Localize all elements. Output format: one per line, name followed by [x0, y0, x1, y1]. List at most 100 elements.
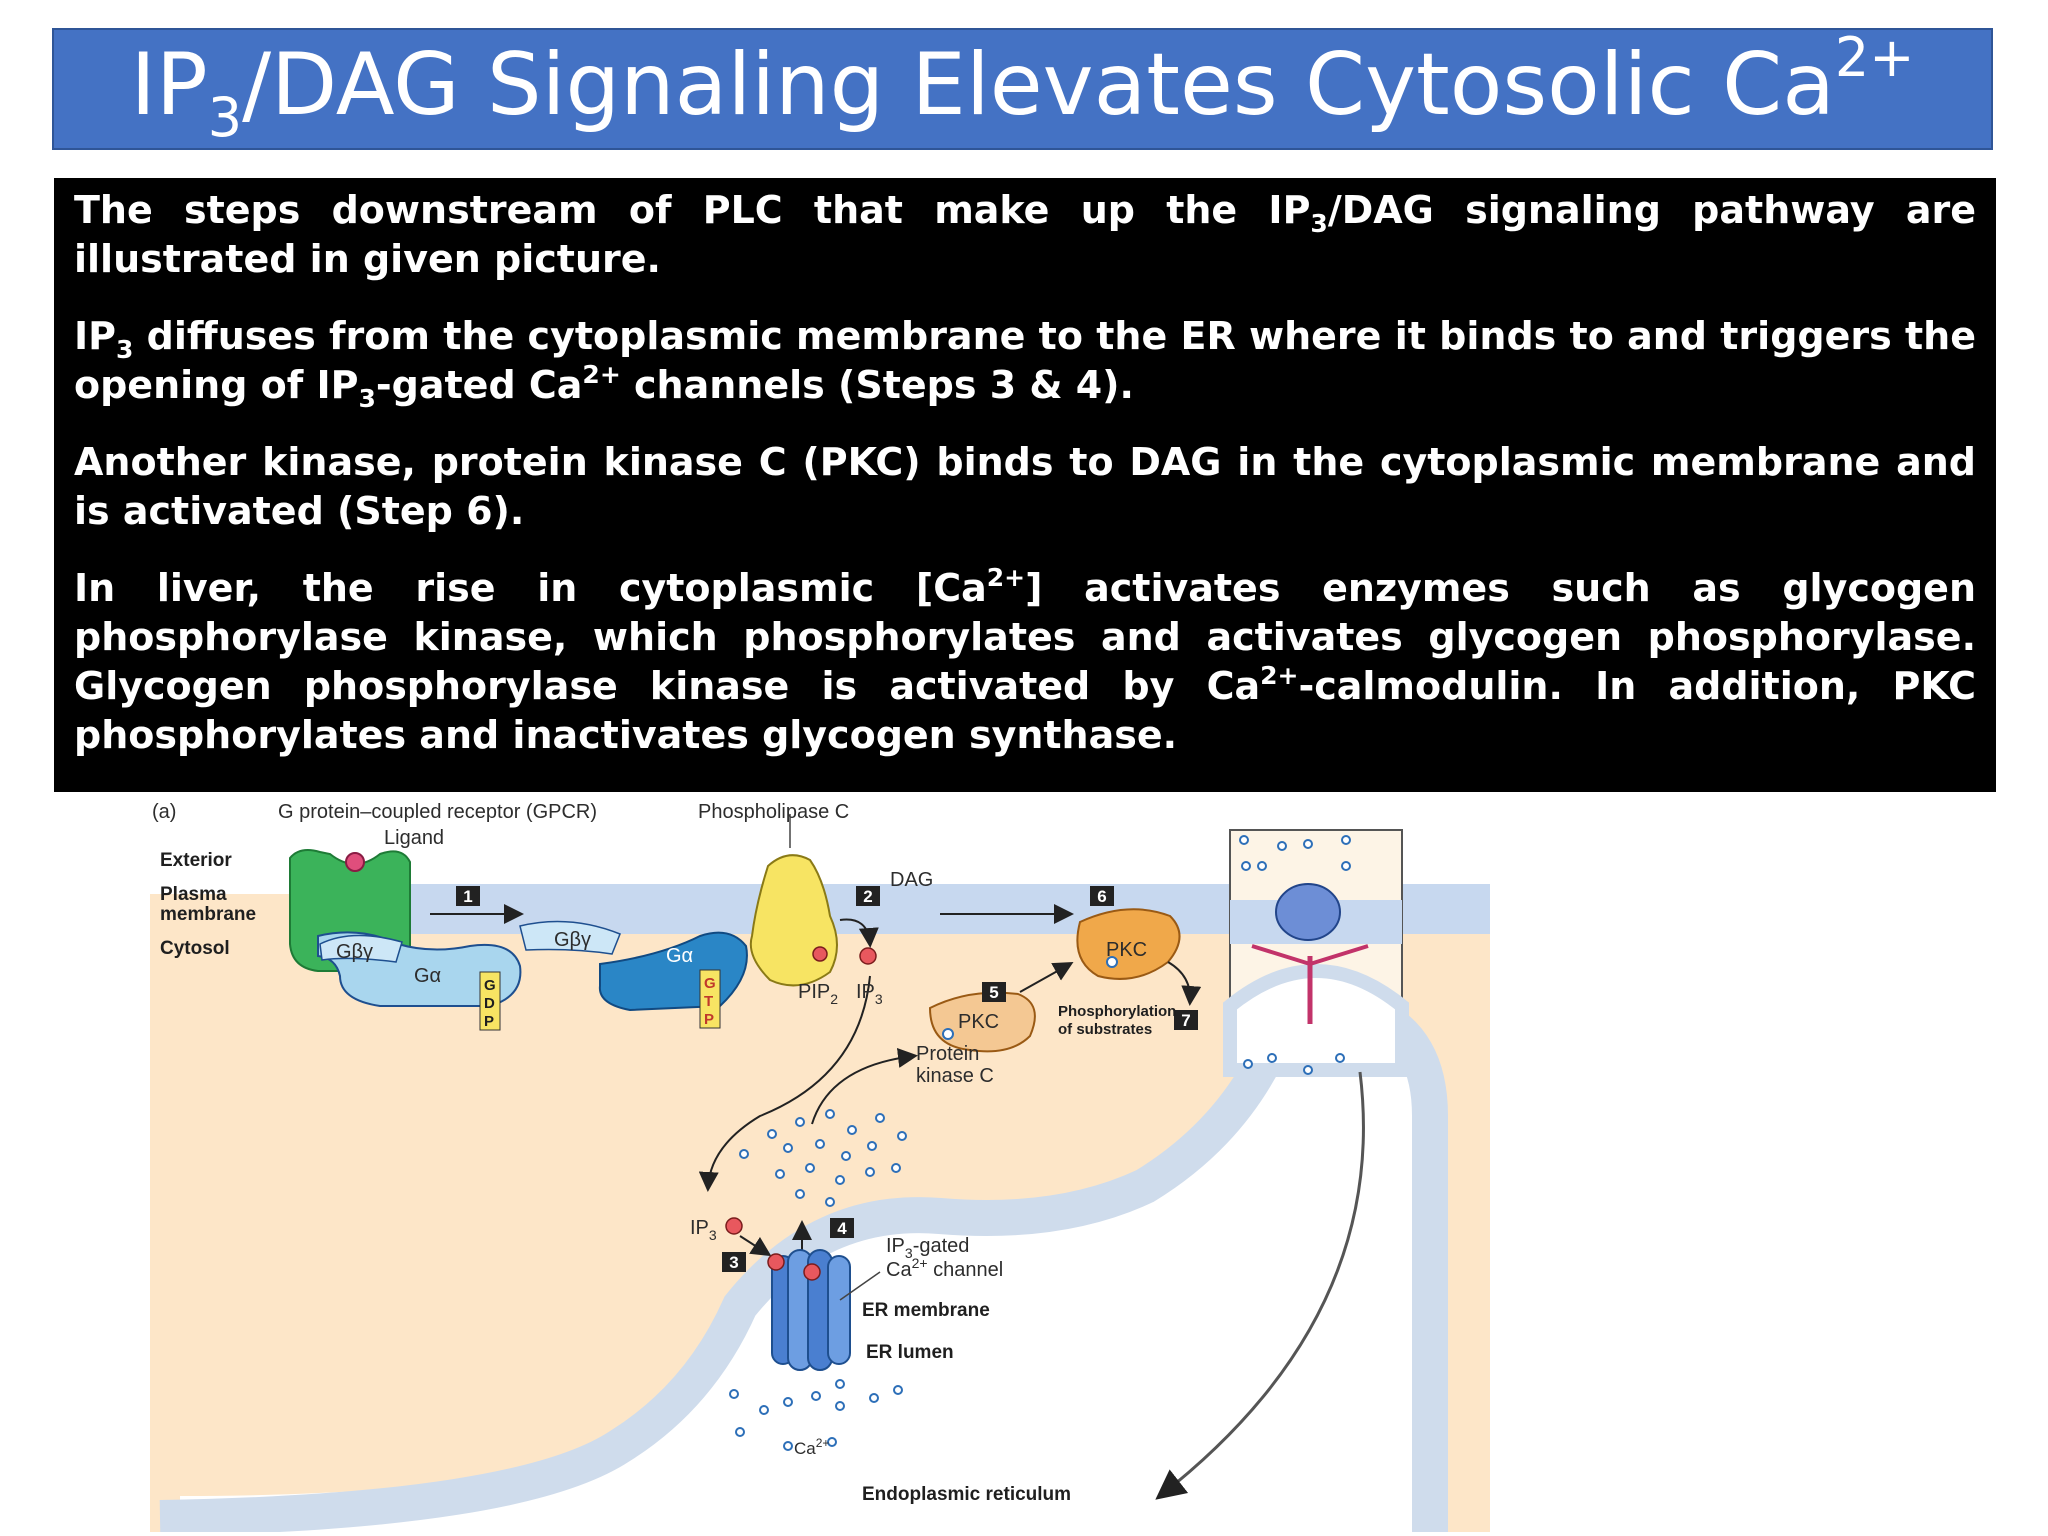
ca-ion: [739, 1149, 749, 1159]
step-1-box: 1: [456, 886, 480, 906]
ca-ion: [835, 1175, 845, 1185]
title-subscript: 3: [207, 86, 243, 149]
pkc-inactive-ca: [942, 1028, 954, 1040]
ca-ion: [1267, 1053, 1277, 1063]
ip3-top-text: IP: [856, 981, 875, 1003]
p1-text-b: /DAG signaling pathway are illustrated i…: [74, 188, 1976, 281]
g-alpha-label-inactive: Gα: [414, 965, 441, 987]
ca-ion: [891, 1163, 901, 1173]
gdp-box: [479, 971, 501, 1031]
pkc-active-ca: [1106, 956, 1118, 968]
step-7-label: 7: [1181, 1011, 1190, 1030]
ca-ion: [875, 1113, 885, 1123]
ca-ion: [1257, 861, 1267, 871]
ca-to-pkc-arrow: [811, 1047, 918, 1125]
pip2-label: PIP2: [798, 981, 838, 1007]
phosphorylation-label-2: of substrates: [1058, 1021, 1152, 1038]
ca-label-sup: 2+: [816, 1436, 830, 1450]
step2-arrow: [839, 918, 879, 948]
step-4-box: 4: [830, 1218, 854, 1238]
gpcr-label: G protein–coupled receptor (GPCR): [278, 801, 597, 823]
ca-ion: [795, 1117, 805, 1127]
ip3-bound-1: [767, 1253, 785, 1271]
phosphorylation-label-1: Phosphorylation: [1058, 1003, 1176, 1020]
ip3-bound-2: [803, 1263, 821, 1281]
p2-text-b: diffuses from the cytoplasmic membrane t…: [74, 314, 1976, 407]
g-beta-gamma-label-2: Gβγ: [554, 929, 591, 951]
pip2-sub: 2: [830, 991, 838, 1007]
cytosol-calcium-cluster: [739, 1109, 907, 1207]
ca-ion: [827, 1437, 837, 1447]
ca-ion: [867, 1141, 877, 1151]
ca-ion: [825, 1109, 835, 1119]
ca-ion: [1303, 1065, 1313, 1075]
step-6-box: 6: [1090, 886, 1114, 906]
p2-text-d: channels (Steps 3 & 4).: [620, 363, 1134, 407]
ip3-top-label: IP3: [856, 981, 883, 1007]
step-2-label: 2: [863, 887, 872, 906]
ca-ion: [835, 1379, 845, 1389]
step-7-box: 7: [1174, 1010, 1198, 1030]
gdp-letter-d: D: [484, 995, 495, 1012]
ca-ion: [783, 1397, 793, 1407]
p3-text: Another kinase, protein kinase C (PKC) b…: [74, 440, 1976, 533]
ca-ion: [865, 1167, 875, 1177]
ca-ion: [869, 1393, 879, 1403]
step7-arrow: [1167, 961, 1202, 1006]
ip3-er-sub: 3: [709, 1227, 717, 1243]
p2-text-a: IP: [74, 314, 116, 358]
p2-sub-1: 3: [116, 335, 134, 364]
ligand-label: Ligand: [384, 827, 444, 849]
ca-ion: [775, 1169, 785, 1179]
p4-text-b: ] activates enzymes such as glycogen pho…: [74, 566, 1976, 708]
ca-ion: [1335, 1053, 1345, 1063]
ca-ion: [1243, 1059, 1253, 1069]
plasma-membrane-label-1: Plasma: [160, 884, 227, 905]
panel-label: (a): [152, 801, 176, 823]
g-beta-gamma-label-1: Gβγ: [336, 941, 373, 963]
gtp-letter-t: T: [704, 993, 713, 1010]
channel-leader-line: [839, 1271, 881, 1301]
step-3-box: 3: [722, 1252, 746, 1272]
slide-title: IP3/DAG Signaling Elevates Cytosolic Ca2…: [52, 28, 1993, 150]
pip2-head: [812, 946, 828, 962]
ca-label: Ca2+: [794, 1436, 829, 1458]
ca-ion: [805, 1163, 815, 1173]
p4-text-a: In liver, the rise in cytoplasmic [Ca: [74, 566, 987, 610]
ca-ion: [1277, 841, 1287, 851]
ca-ion: [835, 1401, 845, 1411]
plc-label: Phospholipase C: [698, 801, 849, 823]
explanation-text-box: The steps downstream of PLC that make up…: [54, 178, 1996, 792]
title-superscript: 2+: [1834, 26, 1915, 89]
inset-channel: [1275, 883, 1341, 941]
ca-ion: [811, 1391, 821, 1401]
ca-ion: [767, 1129, 777, 1139]
ip3-top-sub: 3: [875, 991, 883, 1007]
protein-kinase-c-label-1: Protein: [916, 1043, 979, 1065]
title-text-rest: /DAG Signaling Elevates Cytosolic Ca: [242, 35, 1835, 135]
ca-ion: [795, 1189, 805, 1199]
ca-ion: [1341, 861, 1351, 871]
ca-ion: [847, 1125, 857, 1135]
channel-subunit: [827, 1255, 851, 1365]
gtp-box: [699, 969, 721, 1029]
channel-2-text: Ca: [886, 1259, 912, 1281]
protein-kinase-c-label-2: kinase C: [916, 1065, 994, 1087]
gdp-letter-g: G: [484, 977, 496, 994]
ligand-circle: [345, 852, 365, 872]
channel-1-text-b: -gated: [913, 1235, 970, 1257]
paragraph-2: IP3 diffuses from the cytoplasmic membra…: [74, 312, 1976, 411]
step-1-label: 1: [463, 887, 472, 906]
cytosol-label: Cytosol: [160, 938, 230, 959]
ca-ion: [1239, 835, 1249, 845]
ca-ion: [893, 1385, 903, 1395]
ca-ion: [841, 1151, 851, 1161]
step-2-box: 2: [856, 886, 880, 906]
step3-arrow: [739, 1235, 772, 1257]
er-label: Endoplasmic reticulum: [862, 1484, 1071, 1505]
g-beta-gamma-1: [319, 934, 403, 963]
inset-calmodulin-arm-left: [1251, 944, 1311, 966]
step-6-label: 6: [1097, 887, 1106, 906]
channel-1-text: IP: [886, 1235, 905, 1257]
plasma-membrane-label-2: membrane: [160, 904, 256, 925]
